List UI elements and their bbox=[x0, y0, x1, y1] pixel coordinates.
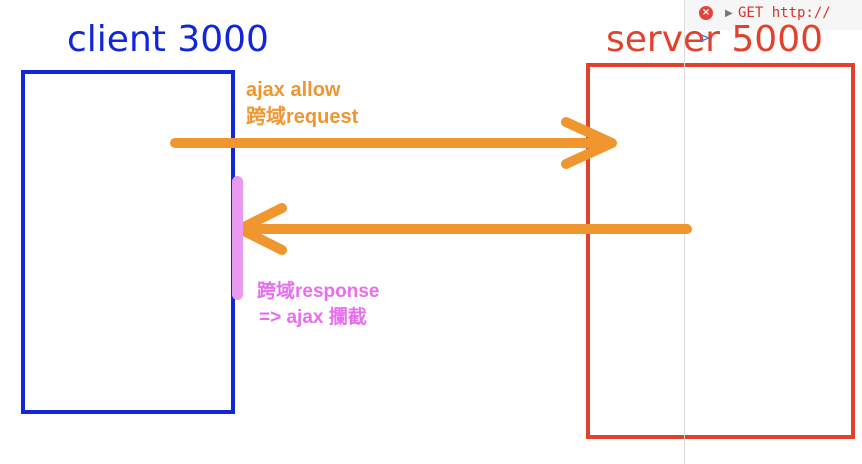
error-circle-icon: × bbox=[699, 6, 713, 20]
response-label-line1: 跨域response bbox=[257, 281, 380, 302]
console-caret: > bbox=[700, 28, 710, 47]
cors-block-bar bbox=[232, 176, 243, 300]
response-label-line2: => ajax 攔截 bbox=[259, 307, 367, 328]
server-box bbox=[586, 63, 855, 439]
request-label-line1: ajax allow bbox=[246, 79, 341, 101]
response-arrow bbox=[235, 203, 692, 255]
devtools-console-row bbox=[685, 0, 862, 30]
request-arrow bbox=[170, 117, 617, 169]
request-label: ajax allow 跨域request bbox=[246, 77, 358, 131]
client-title: client 3000 bbox=[67, 19, 269, 60]
server-title: server 5000 bbox=[606, 19, 824, 60]
response-label: 跨域response => ajax 攔截 bbox=[257, 279, 379, 331]
console-request-text[interactable]: GET http:// bbox=[738, 5, 831, 21]
request-label-line2: 跨域request bbox=[246, 106, 359, 128]
triangle-right-icon[interactable]: ▶ bbox=[725, 8, 733, 19]
